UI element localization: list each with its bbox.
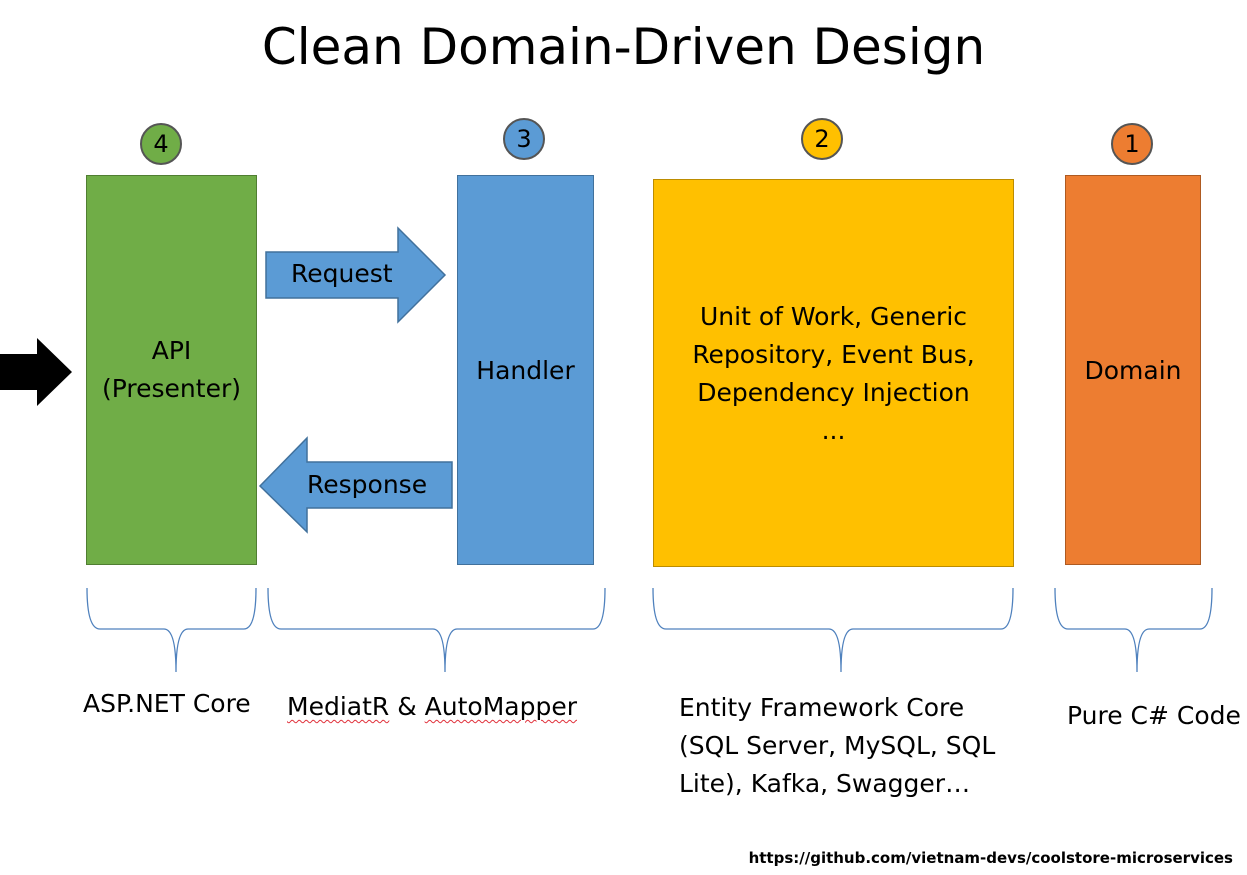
handler-layer-box: Handler — [457, 175, 594, 565]
infra-layer-brace — [652, 587, 1014, 673]
api-layer-sublabel: (Presenter) — [102, 374, 241, 403]
domain-layer-label: Domain — [1084, 355, 1182, 385]
response-arrow — [258, 436, 453, 534]
handler-layer-label: Handler — [476, 355, 575, 385]
mediatr-text: MediatR — [287, 692, 390, 721]
domain-layer-box: Domain — [1065, 175, 1201, 565]
api-tech-label: ASP.NET Core — [83, 689, 251, 718]
infra-tech-line-1: Entity Framework Core — [679, 693, 965, 722]
ampersand-text: & — [389, 692, 425, 721]
infra-tech-label: Entity Framework Core (SQL Server, MySQL… — [679, 689, 995, 803]
layer-number-badge-domain: 1 — [1111, 123, 1153, 165]
response-arrow-label: Response — [307, 470, 428, 499]
infra-layer-line-2: Repository, Event Bus, — [692, 340, 975, 369]
layer-number-badge-api: 4 — [140, 123, 182, 165]
layer-number-badge-infra: 2 — [801, 118, 843, 160]
right-arrow-icon — [0, 338, 72, 406]
mediator-tech-label: MediatR & AutoMapper — [287, 688, 577, 726]
request-arrow — [265, 226, 447, 324]
source-url: https://github.com/vietnam-devs/coolstor… — [748, 849, 1233, 867]
infra-layer-line-4: ... — [821, 416, 846, 445]
infra-layer-line-3: Dependency Injection — [697, 378, 970, 407]
layer-number-badge-handler: 3 — [503, 118, 545, 160]
infrastructure-layer-box: Unit of Work, Generic Repository, Event … — [653, 179, 1014, 567]
api-layer-box: API (Presenter) — [86, 175, 257, 565]
request-arrow-label: Request — [291, 259, 393, 288]
diagram-title: Clean Domain-Driven Design — [261, 18, 986, 76]
api-layer-brace — [86, 587, 257, 673]
automapper-text: AutoMapper — [424, 692, 577, 721]
domain-tech-label: Pure C# Code — [1067, 701, 1241, 730]
infra-tech-line-2: (SQL Server, MySQL, SQL — [679, 731, 996, 760]
api-layer-label: API — [151, 336, 192, 365]
infra-tech-line-3: Lite), Kafka, Swagger… — [679, 769, 971, 798]
mediator-brace — [267, 587, 606, 673]
domain-layer-brace — [1054, 587, 1213, 673]
infra-layer-line-1: Unit of Work, Generic — [699, 302, 968, 331]
